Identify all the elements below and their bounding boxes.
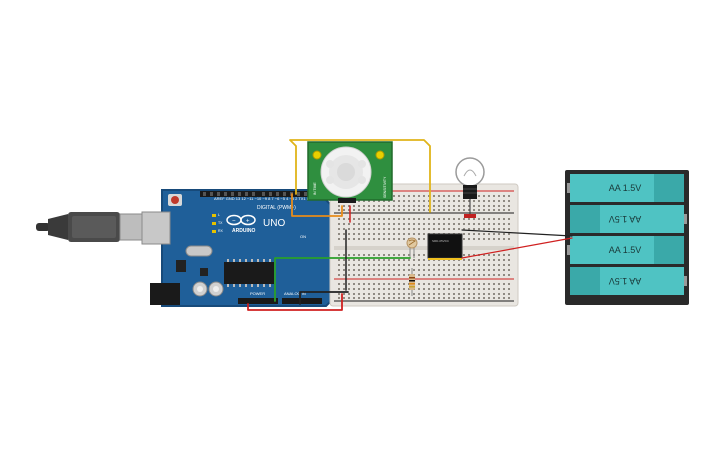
pir-left-label: IN TIME — [313, 182, 317, 195]
wire-yellow — [289, 139, 431, 213]
l-label: L — [218, 213, 220, 217]
power-label: POWER — [250, 291, 265, 296]
usb-cable — [36, 212, 147, 242]
light-bulb[interactable] — [455, 157, 485, 218]
battery-cell-label: AA 1.5V — [609, 214, 642, 224]
reset-button[interactable] — [171, 196, 179, 204]
svg-text:−: − — [232, 219, 236, 225]
wire-black-battery — [461, 229, 573, 237]
atmega-chip — [224, 262, 274, 284]
photoresistor[interactable] — [406, 237, 418, 258]
resistor[interactable] — [409, 268, 415, 296]
battery-cell-label: AA 1.5V — [609, 245, 642, 255]
pir-right-label: SENSITIVITY — [383, 176, 387, 198]
arduino-uno-board[interactable]: AREF GND 13 12 ~11 ~10 ~9 8 7 ~6 ~5 4 ~3… — [141, 189, 333, 307]
wires — [247, 139, 573, 311]
relay-module[interactable]: SRD-05VDC — [427, 233, 463, 260]
battery-cell: AA 1.5V — [567, 236, 684, 264]
analog-label: ANALOG IN — [284, 291, 306, 296]
svg-text:SRD-05VDC: SRD-05VDC — [432, 239, 450, 243]
battery-pack[interactable]: AA 1.5V AA 1.5V AA 1.5V AA 1.5V — [565, 170, 689, 305]
battery-cell: AA 1.5V — [567, 174, 684, 202]
battery-cell: AA 1.5V — [570, 267, 687, 295]
wire-red-battery — [461, 237, 573, 259]
arduino-model: UNO — [263, 218, 285, 229]
arduino-logo: − + — [226, 214, 256, 226]
battery-cell-label: AA 1.5V — [609, 276, 642, 286]
usb-port[interactable] — [141, 211, 171, 245]
wire-orange — [291, 193, 343, 217]
digital-label: DIGITAL (PWM~) — [257, 205, 296, 211]
time-potentiometer[interactable] — [312, 150, 322, 160]
sensitivity-potentiometer[interactable] — [375, 150, 385, 160]
power-jack[interactable] — [150, 283, 180, 305]
rx-label: RX — [218, 229, 224, 233]
battery-cell-label: AA 1.5V — [609, 183, 642, 193]
wire-red-power — [247, 293, 343, 311]
power-header[interactable] — [238, 298, 278, 304]
svg-text:+: + — [246, 219, 250, 225]
breadboard[interactable] — [329, 183, 519, 307]
analog-header[interactable] — [282, 298, 322, 304]
svg-text:AREF GND 13 12 ~11 ~10 ~9 8 7: AREF GND 13 12 ~11 ~10 ~9 8 7 ~6 ~5 4 ~3… — [214, 196, 315, 201]
on-label: ON — [300, 234, 306, 239]
pir-sensor[interactable]: IN TIME SENSITIVITY — [307, 141, 393, 203]
wire-green — [274, 257, 411, 302]
wire-black-ground — [299, 291, 349, 305]
digital-header[interactable] — [200, 191, 312, 197]
tx-label: TX — [218, 221, 223, 225]
arduino-brand: ARDUINO — [232, 228, 255, 234]
battery-cell: AA 1.5V — [570, 205, 687, 233]
